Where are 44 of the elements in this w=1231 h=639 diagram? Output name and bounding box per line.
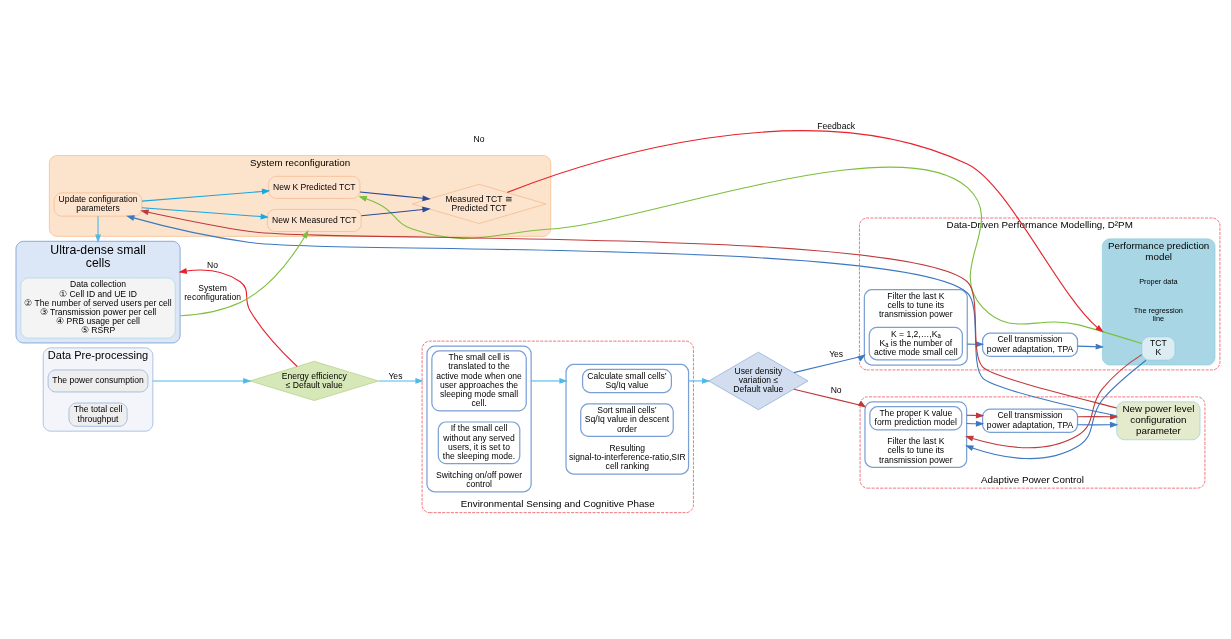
node-box: K = 1,2,…,Kₐ Kₐ is the number of active mode small cell — [868, 326, 963, 360]
node-box: Calculate small cells’ Sq/Iq value — [581, 368, 672, 393]
arrow — [688, 377, 711, 384]
arrow — [178, 267, 298, 367]
arrow — [95, 215, 101, 243]
arrow — [359, 190, 431, 201]
edge-label: Yes — [829, 348, 844, 359]
edge-label: System reconfiguration — [184, 282, 241, 302]
arrow — [141, 206, 269, 219]
label: No — [473, 133, 485, 144]
arrow — [793, 388, 867, 408]
node-box: If the small cell without any served users, it is set to the sleeping mode. — [437, 420, 521, 464]
arrow — [506, 129, 1104, 332]
node-box: New K Predicted TCT — [268, 175, 361, 199]
node-box: Sort small cells’ Sq/Iq value in descent order — [580, 402, 674, 437]
node-diamond: Energy efficiency ≤ Default value — [249, 360, 379, 401]
arrow — [141, 188, 271, 202]
edge-label: No — [830, 384, 842, 395]
node-box: Cell transmission power adaptation, TPA — [981, 332, 1079, 357]
arrow — [358, 166, 1143, 344]
node-box: The proper K value form prediction model — [869, 405, 963, 431]
arrow — [530, 377, 568, 384]
arrow — [793, 353, 866, 373]
node-diamond: Measured TCT ≅ Predicted TCT — [411, 183, 547, 224]
edge-label: No — [207, 259, 219, 270]
arrow — [1077, 413, 1119, 420]
node-box: TCT K — [1141, 336, 1176, 360]
edge-label: Yes — [388, 370, 403, 381]
node-diamond: User density variation ≤ Default value — [708, 351, 809, 410]
node-box: New power level configuration parameter — [1116, 400, 1201, 440]
arrow — [378, 377, 424, 384]
arrow — [152, 377, 252, 384]
node-box: The small cell is translated to the active mode when one user approaches the sleeping mode small cell. — [431, 349, 527, 412]
node-box: Cell transmission power adaptation, TPA — [981, 408, 1079, 433]
node-box: New K Measured TCT — [267, 208, 362, 232]
arrow — [179, 229, 309, 316]
arrow — [1077, 421, 1119, 428]
node-box: The power consumption — [47, 369, 149, 392]
arrow — [1077, 343, 1104, 350]
arrow — [360, 206, 431, 216]
node-box: Update configuration parameters — [53, 192, 143, 216]
node-box: Data collection ① Cell ID and UE ID ② The number of served users per cell ③ Transmission power per cell ④ PRB usage per cell ⑤ RSRP — [20, 277, 176, 338]
edge-label: Feedback — [817, 120, 855, 131]
node-box: The total cell throughput — [68, 402, 128, 427]
